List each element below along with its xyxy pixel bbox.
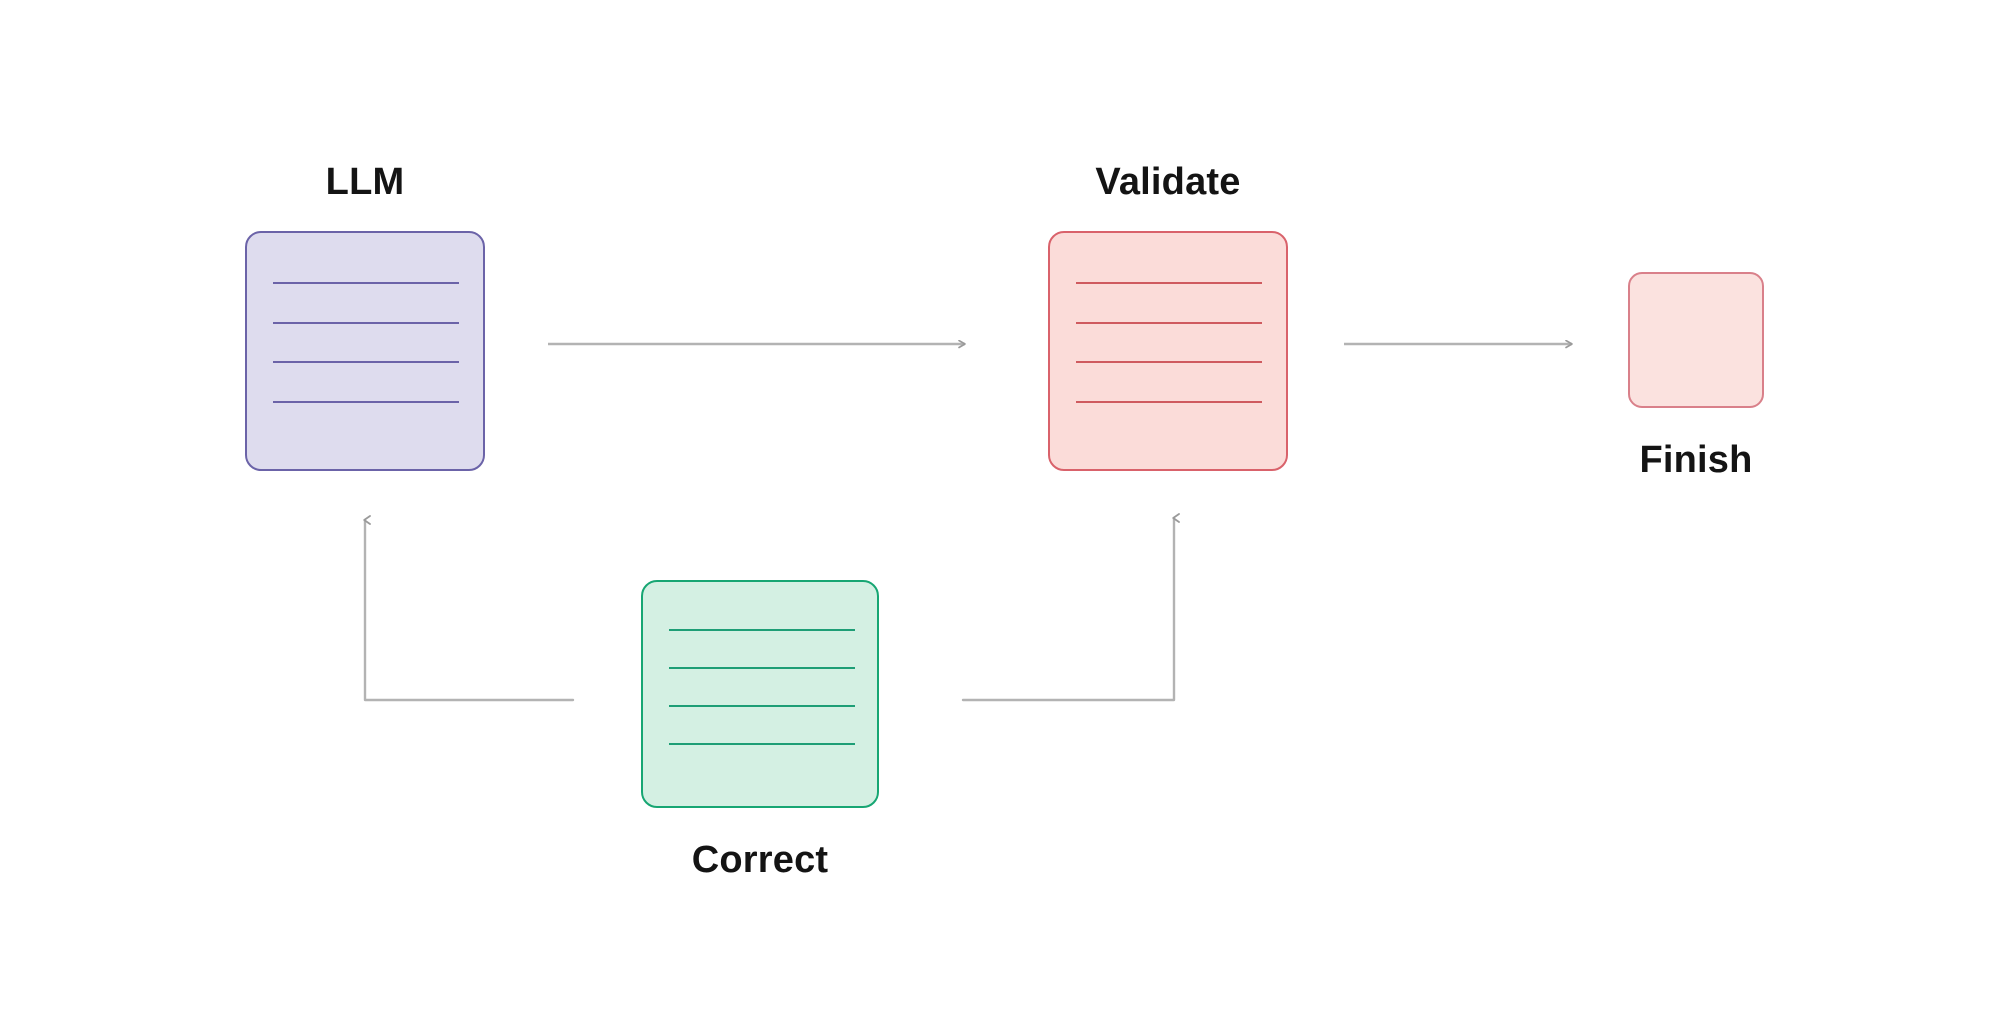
- text-line: [273, 361, 459, 363]
- text-line: [1076, 401, 1262, 403]
- node-finish-label: Finish: [1639, 439, 1753, 481]
- edge-validate-to-correct: [961, 513, 1180, 702]
- text-line: [1076, 322, 1262, 324]
- text-line: [273, 322, 459, 324]
- node-llm-label: LLM: [325, 161, 405, 203]
- node-validate-label: Validate: [1095, 161, 1241, 203]
- node-llm-text-lines: [247, 233, 483, 469]
- node-validate[interactable]: [1048, 231, 1288, 471]
- node-finish[interactable]: [1628, 272, 1764, 408]
- node-correct-label: Correct: [691, 839, 829, 881]
- text-line: [669, 667, 855, 669]
- text-line: [669, 743, 855, 745]
- node-correct[interactable]: [641, 580, 879, 808]
- text-line: [1076, 361, 1262, 363]
- text-line: [669, 705, 855, 707]
- node-validate-text-lines: [1050, 233, 1286, 469]
- text-line: [669, 629, 855, 631]
- text-line: [1076, 282, 1262, 284]
- text-line: [273, 401, 459, 403]
- edge-correct-to-llm: [363, 515, 575, 702]
- node-llm[interactable]: [245, 231, 485, 471]
- text-line: [273, 282, 459, 284]
- node-correct-text-lines: [643, 582, 877, 806]
